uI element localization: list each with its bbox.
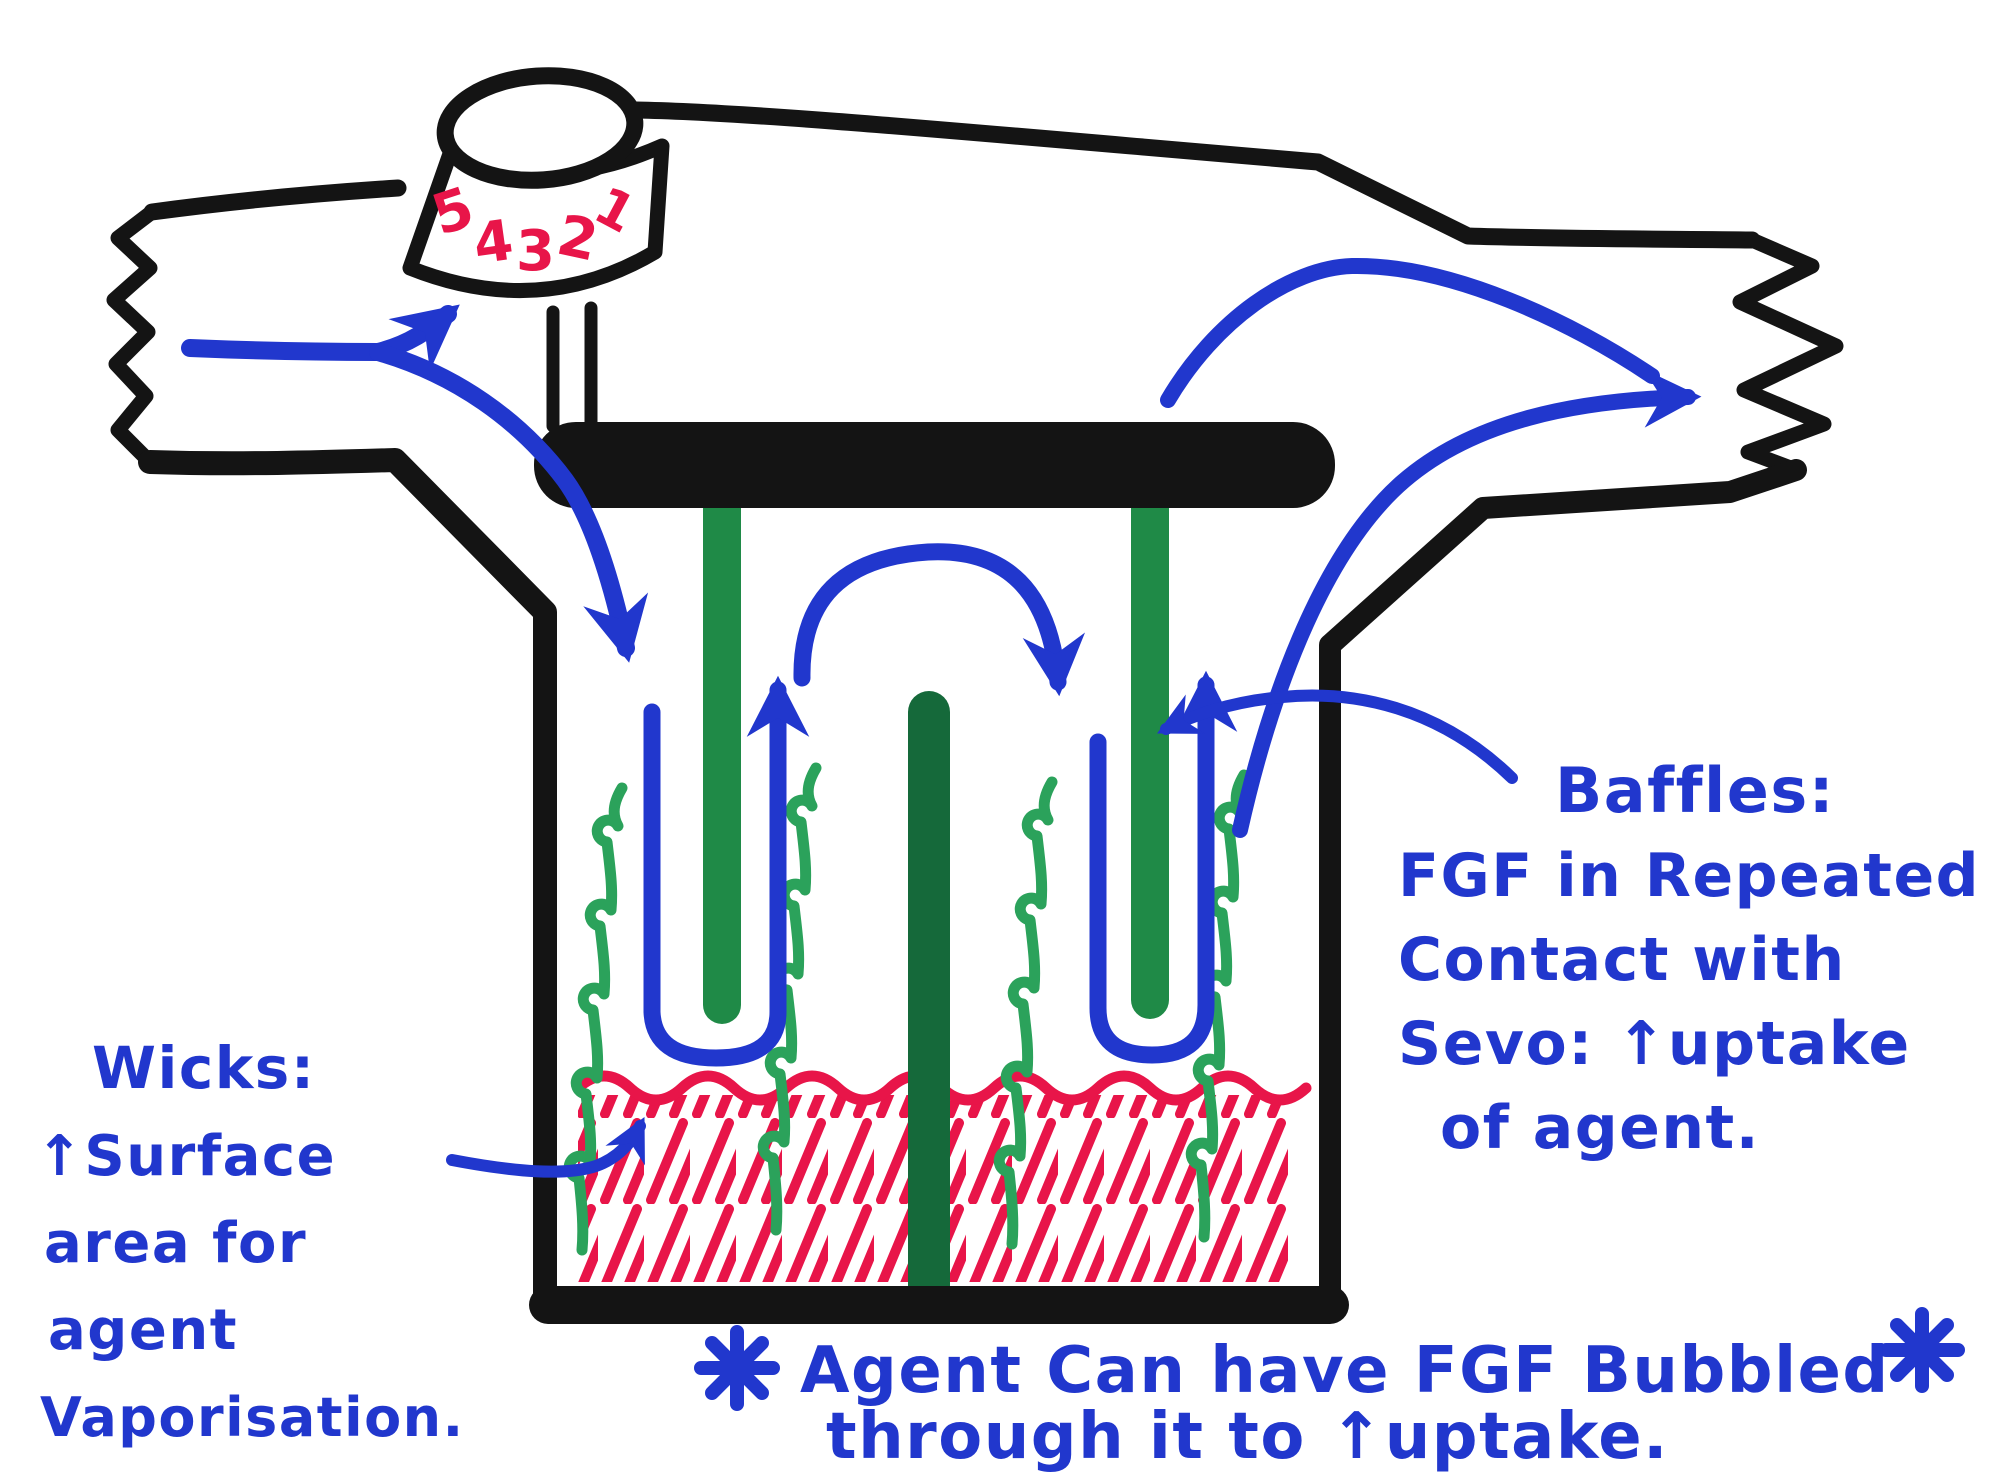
gas-flow-arrows: [181, 257, 1702, 1178]
wicks-pointer-arrow: [446, 1116, 646, 1178]
baffles-label-line: FGF in Repeated: [1398, 841, 1980, 911]
note-line: through it to ↑uptake.: [826, 1400, 1669, 1472]
wicks-label: Wicks: ↑Surface area for agent Vaporisat…: [36, 1034, 465, 1449]
outlet-tube-bottom-right-wall: [1319, 459, 1807, 1306]
baffles-label-line: Contact with: [1398, 925, 1846, 995]
torn-outlet-icon: [1732, 232, 1844, 478]
baffles-label-line: Baffles:: [1555, 754, 1835, 827]
inlet-flow-line: [181, 339, 387, 361]
inlet-tube-top: [143, 179, 407, 221]
bottom-note: Agent Can have FGF Bubbled through it to…: [701, 1314, 1958, 1472]
bypass-plate: [534, 422, 1335, 508]
wicks-label-line: agent: [48, 1298, 238, 1363]
wicks-label-line: Vaporisation.: [40, 1386, 465, 1449]
chamber-outlet-flow-arrow: [1232, 368, 1702, 838]
dial-numbers: 5 4 3 2 1: [424, 175, 644, 284]
wicks-label-line: area for: [44, 1211, 307, 1276]
torn-inlet-icon: [106, 204, 160, 470]
central-baffle-flow-arrow: [793, 543, 1086, 697]
wicks-label-line: Wicks:: [92, 1034, 316, 1102]
dial-number: 3: [516, 219, 555, 284]
left-baffle-flow-arrow: [643, 675, 810, 1067]
concentration-dial: [402, 67, 670, 298]
chamber-inlet-arrow: [369, 343, 649, 663]
baffles-label: Baffles: FGF in Repeated Contact with Se…: [1398, 754, 1980, 1163]
outlet-tube-top: [627, 101, 1761, 249]
bypass-flow-line: [1160, 257, 1660, 408]
inlet-tube-bottom-left-wall: [138, 448, 557, 1307]
asterisk-icon: [1886, 1314, 1958, 1386]
dial-number: 4: [470, 208, 518, 278]
asterisk-icon: [701, 1332, 773, 1404]
note-line: Agent Can have FGF Bubbled: [800, 1334, 1890, 1408]
baffles-pointer-arrow: [1156, 689, 1518, 784]
baffles-label-line: of agent.: [1440, 1093, 1760, 1163]
vaporiser-body: [106, 67, 1844, 1324]
right-baffle-flow-arrow: [1089, 670, 1238, 1064]
baffles-label-line: Sevo: ↑uptake: [1398, 1009, 1911, 1079]
wicks-label-line: ↑Surface: [36, 1124, 336, 1189]
dial-top: [436, 67, 644, 189]
dial-stem: [546, 301, 598, 433]
baffles-group: [703, 486, 1169, 1319]
